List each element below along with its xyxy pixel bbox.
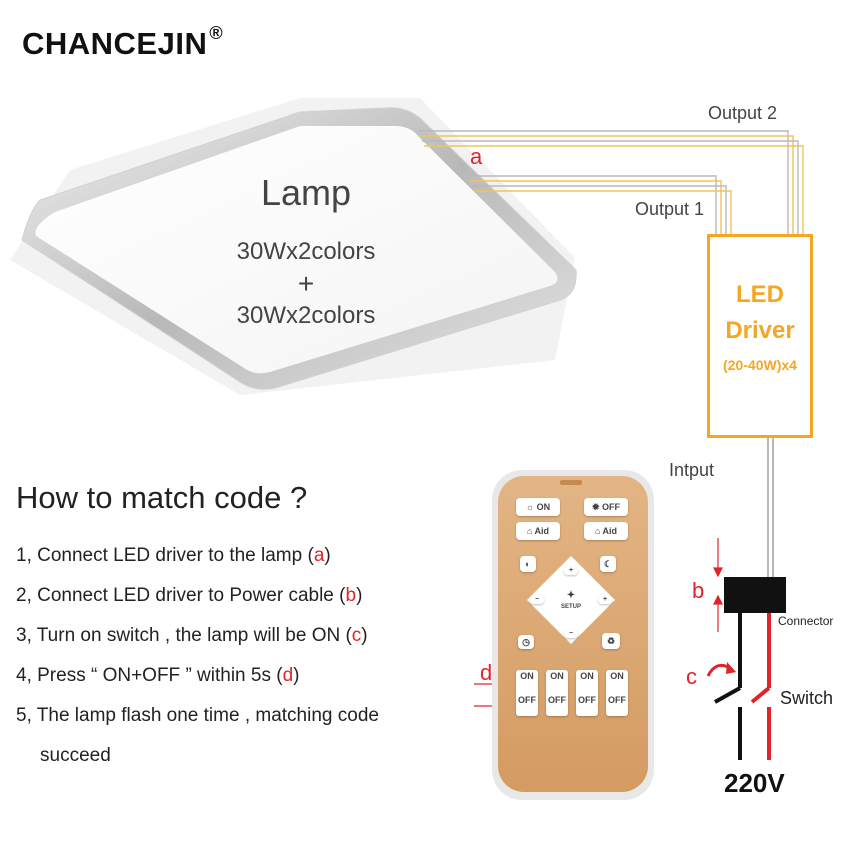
- timer-icon: ◷: [522, 637, 530, 647]
- minus-icon: −: [568, 630, 574, 637]
- connector-label: Connector: [778, 614, 834, 628]
- power-cable: [714, 613, 771, 760]
- output1-wires: [468, 175, 732, 236]
- setup-icon: ✦: [566, 590, 576, 601]
- lamp-illustration: [10, 98, 577, 395]
- remote-down-button[interactable]: −: [564, 630, 578, 638]
- plus-icon: +: [602, 596, 608, 603]
- color-temp-icon: ◐: [525, 559, 531, 569]
- brand-logo: CHANCEJIN®: [22, 22, 224, 61]
- instruction-step: 3, Turn on switch , the lamp will be ON …: [16, 625, 368, 646]
- sun-filled-icon: ✹: [591, 502, 603, 512]
- remote-aid-right-button[interactable]: ⌂ Aid: [584, 522, 628, 540]
- b-arrows: [713, 538, 723, 632]
- remote-aid-left-button[interactable]: ⌂ Aid: [516, 522, 560, 540]
- sun-icon: ☼: [525, 502, 537, 512]
- recycle-icon: ♻: [606, 636, 616, 646]
- output2-label: Output 2: [708, 103, 778, 123]
- moon-icon: ☾: [603, 559, 613, 569]
- driver-title-line2: Driver: [725, 317, 795, 344]
- plus-icon: +: [568, 567, 574, 574]
- led-driver-box: LED Driver (20-40W)x4: [707, 234, 813, 438]
- voltage-label: 220V: [724, 768, 785, 798]
- marker-d: d: [480, 660, 493, 685]
- setup-label: ✦SETUP: [560, 590, 581, 610]
- marker-b: b: [692, 578, 705, 603]
- remote-k-button[interactable]: ◐: [520, 556, 536, 572]
- switch-label: Switch: [780, 688, 834, 708]
- lamp-title: Lamp: [260, 172, 352, 213]
- remote-on-button[interactable]: ☼ ON: [516, 498, 560, 516]
- input-label: Intput: [669, 460, 715, 480]
- lamp-spec-primary: 30Wx2colors: [236, 238, 376, 265]
- home-icon: ⌂: [526, 526, 535, 536]
- output1-label: Output 1: [635, 199, 705, 219]
- remote-left-button[interactable]: −: [530, 596, 544, 604]
- driver-spec: (20-40W)x4: [723, 357, 797, 373]
- remote-off-button[interactable]: ✹ OFF: [584, 498, 628, 516]
- input-wires: [767, 438, 774, 578]
- minus-icon: −: [534, 596, 540, 603]
- instruction-step: 1, Connect LED driver to the lamp (a): [16, 545, 331, 566]
- instruction-step: 5, The lamp flash one time , matching co…: [16, 705, 379, 726]
- remote-night-button[interactable]: ☾: [600, 556, 616, 572]
- instruction-step: 4, Press “ ON+OFF ” within 5s (d): [16, 665, 300, 686]
- home-icon: ⌂: [594, 526, 603, 536]
- instructions-title: How to match code ?: [16, 480, 308, 515]
- instruction-step: 2, Connect LED driver to Power cable (b): [16, 585, 363, 606]
- lamp-spec-secondary: 30Wx2colors: [236, 302, 376, 329]
- output2-wires: [418, 130, 804, 236]
- lamp-plus-sign: +: [297, 268, 315, 299]
- marker-a: a: [470, 144, 483, 169]
- c-rotate-arrow: [706, 662, 736, 677]
- remote-recycle-button[interactable]: ♻: [602, 633, 620, 649]
- remote-right-button[interactable]: +: [598, 596, 612, 604]
- connector-block: [724, 577, 786, 613]
- driver-title-line1: LED: [736, 281, 784, 308]
- marker-c: c: [686, 664, 697, 689]
- remote-timer-button[interactable]: ◷: [518, 635, 534, 649]
- instruction-step-continuation: succeed: [40, 745, 111, 766]
- remote-up-button[interactable]: +: [564, 567, 578, 575]
- remote-buttons: ☼ ON ✹ OFF ⌂ Aid ⌂ Aid ◐ ☾ + − + − ✦SETU…: [492, 470, 654, 800]
